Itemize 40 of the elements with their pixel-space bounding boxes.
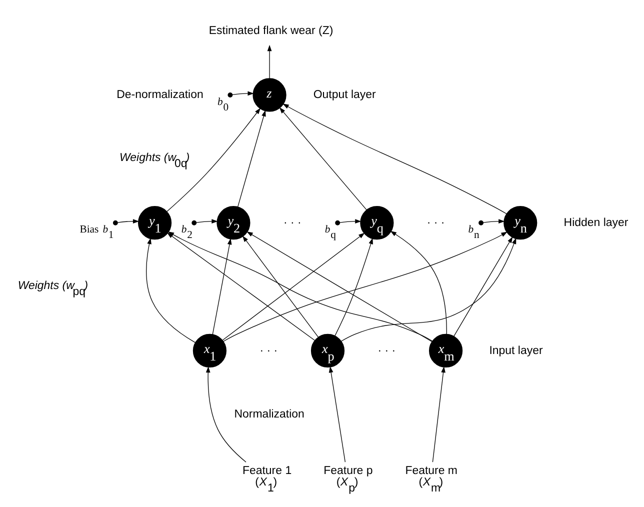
arrow [146, 237, 196, 342]
arrow [223, 231, 508, 342]
node-circle [228, 92, 233, 97]
node-circle [192, 220, 197, 225]
node-text: Estimated flank wear (Z) [208, 24, 334, 37]
node-circle: z [252, 78, 286, 112]
arrow [267, 44, 272, 78]
node-label: Bias [80, 224, 99, 236]
arrow [166, 107, 261, 212]
arrow [196, 218, 218, 223]
arrow [390, 230, 447, 334]
arrow [232, 90, 254, 96]
label: Output layer [313, 88, 376, 101]
label: De-normalization [116, 88, 204, 101]
arrow [282, 103, 507, 214]
arrow [242, 235, 318, 337]
arrow [212, 238, 232, 334]
arrow [246, 230, 432, 342]
arrow [334, 237, 373, 336]
arrow [482, 218, 505, 223]
label: · · · [260, 344, 278, 356]
label: · · · [426, 216, 445, 228]
label: Hidden layer [564, 216, 628, 228]
arrow [340, 237, 516, 342]
arrow [238, 110, 266, 207]
label: · · · [378, 344, 396, 356]
node-circle [335, 220, 340, 225]
node-circle [478, 220, 484, 225]
label: Normalization [234, 408, 304, 420]
arrow [222, 232, 365, 340]
arrow [339, 218, 362, 223]
arrow [279, 106, 367, 210]
arrow [432, 366, 446, 462]
arrow [328, 366, 346, 462]
arrow [453, 236, 513, 336]
arrow [206, 366, 246, 462]
arrow [117, 218, 140, 223]
node-circle [112, 220, 118, 225]
label: · · · [283, 216, 302, 228]
label: Input layer [489, 344, 543, 356]
